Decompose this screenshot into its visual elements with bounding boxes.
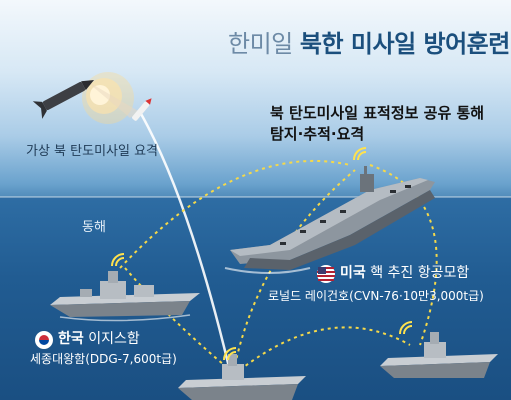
title-main: 북한 미사일 방어훈련 [299,30,510,58]
south-korea-flag-icon [35,331,53,349]
link-center-japan [239,326,411,371]
korea-ship-type: 이지스함 [88,331,140,347]
center-destroyer [178,354,306,400]
info-caption: 북 탄도미사일 표적정보 공유 통해 탐지·추적·요격 [270,103,484,145]
us-flag-icon [317,265,335,283]
horizon-line [0,196,511,198]
link-korea-carrier [119,159,351,269]
us-ship-detail: 로널드 레이건호(CVN-76·10만3,000t급) [268,289,484,303]
missile-label: 가상 북 탄도미사일 요격 [26,144,158,159]
korea-destroyer [50,271,200,322]
title-prefix: 한미일 [228,30,293,58]
page-title: 한미일 북한 미사일 방어훈련 [228,24,510,59]
sea-label: 동해 [82,220,106,235]
korea-ship-detail: 세종대왕함(DDG-7,600t급) [30,352,177,366]
us-country: 미국 [340,265,366,281]
korea-country: 한국 [58,331,84,347]
interception-burst [82,72,140,124]
signal-wave-icon [111,147,413,361]
info-line-2: 탐지·추적·요격 [270,125,365,143]
aircraft-carrier [224,166,435,274]
link-carrier-japan [369,164,438,346]
ballistic-missile-icon [32,80,95,119]
info-line-1: 북 탄도미사일 표적정보 공유 통해 [270,104,485,122]
interceptor-missile-icon [132,98,152,121]
missile-trajectory [138,111,234,381]
us-ship-name: 미국 핵 추진 항공모함 [340,262,469,282]
right-destroyer [380,332,498,378]
link-korea-center [124,267,231,371]
korea-ship-name: 한국 이지스함 [58,328,140,348]
data-link-lines [119,159,438,371]
us-ship-type: 핵 추진 항공모함 [370,265,470,281]
